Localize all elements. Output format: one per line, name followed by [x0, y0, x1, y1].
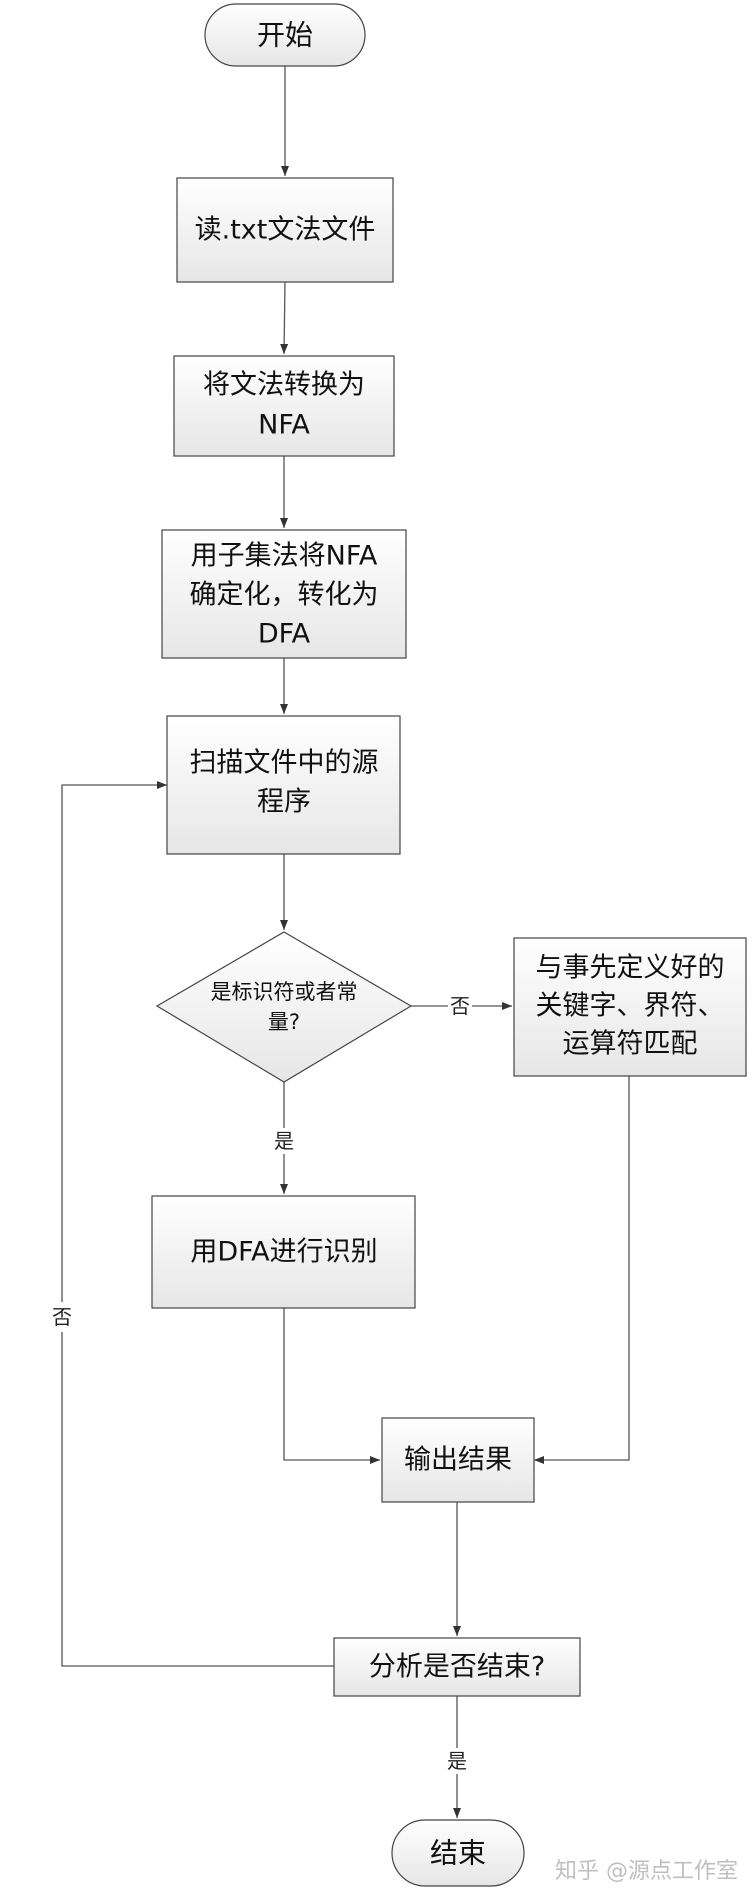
decision-ident-line-2: 量? — [268, 1010, 300, 1034]
edge-enddecision-no-to-scan — [61, 781, 334, 1667]
end-terminal-shape — [391, 1819, 525, 1887]
node-read-grammar: 读.txt文法文件 — [176, 177, 394, 283]
node-dfa-recognize: 用DFA进行识别 — [151, 1195, 416, 1309]
subset-box — [161, 529, 407, 659]
end-no-label-bg — [50, 1302, 74, 1332]
end-label: 结束 — [430, 1837, 486, 1870]
read-grammar-box — [176, 177, 394, 283]
edge-read-to-nfa — [280, 281, 289, 355]
node-end: 结束 — [391, 1819, 525, 1887]
subset-line-2: 确定化，转化为 — [190, 580, 379, 611]
node-scan: 扫描文件中的源 程序 — [166, 715, 401, 855]
node-decision-end: 分析是否结束? — [333, 1637, 581, 1697]
ident-yes-label: 是 — [274, 1129, 294, 1153]
scan-box — [166, 715, 401, 855]
ident-no-label: 否 — [450, 994, 470, 1018]
node-output: 输出结果 — [381, 1417, 535, 1503]
match-keywords-line-2: 关键字、界符、 — [536, 991, 725, 1022]
node-decision-ident: 是标识符或者常 量? — [155, 931, 413, 1083]
match-keywords-line-3: 运算符匹配 — [563, 1029, 698, 1060]
output-box — [381, 1417, 535, 1503]
end-yes-label-bg — [444, 1748, 470, 1774]
scan-line-1: 扫描文件中的源 — [190, 748, 379, 779]
subset-line-1: 用子集法将NFA — [191, 541, 378, 572]
dfa-recognize-label: 用DFA进行识别 — [190, 1237, 377, 1268]
subset-line-3: DFA — [258, 619, 311, 650]
decision-end-label: 分析是否结束? — [369, 1652, 545, 1683]
node-start: 开始 — [204, 3, 366, 67]
ident-no-label-bg — [448, 993, 472, 1019]
output-label: 输出结果 — [404, 1445, 512, 1476]
zhihu-watermark: 知乎 @源点工作室 — [555, 1859, 738, 1884]
scan-line-2: 程序 — [257, 787, 311, 818]
match-keywords-box — [513, 937, 747, 1077]
node-subset: 用子集法将NFA 确定化，转化为 DFA — [161, 529, 407, 659]
end-no-label: 否 — [52, 1305, 72, 1329]
node-match-keywords: 与事先定义好的 关键字、界符、 运算符匹配 — [513, 937, 747, 1077]
to-nfa-line-1: 将文法转换为 — [203, 370, 365, 401]
decision-end-box — [333, 1637, 581, 1697]
end-yes-label: 是 — [447, 1749, 467, 1773]
dfa-recognize-box — [151, 1195, 416, 1309]
start-label: 开始 — [257, 19, 313, 52]
node-to-nfa: 将文法转换为 NFA — [173, 355, 395, 457]
decision-ident-diamond — [155, 931, 413, 1083]
match-keywords-line-1: 与事先定义好的 — [536, 953, 725, 984]
decision-ident-line-1: 是标识符或者常 — [211, 980, 358, 1004]
read-grammar-label: 读.txt文法文件 — [195, 215, 376, 246]
edge-match-to-output — [534, 1076, 630, 1464]
edge-dfa-to-output — [283, 1308, 380, 1464]
ident-yes-label-bg — [271, 1128, 297, 1154]
to-nfa-line-2: NFA — [258, 410, 310, 441]
start-terminal-shape — [204, 3, 366, 67]
to-nfa-box — [173, 355, 395, 457]
